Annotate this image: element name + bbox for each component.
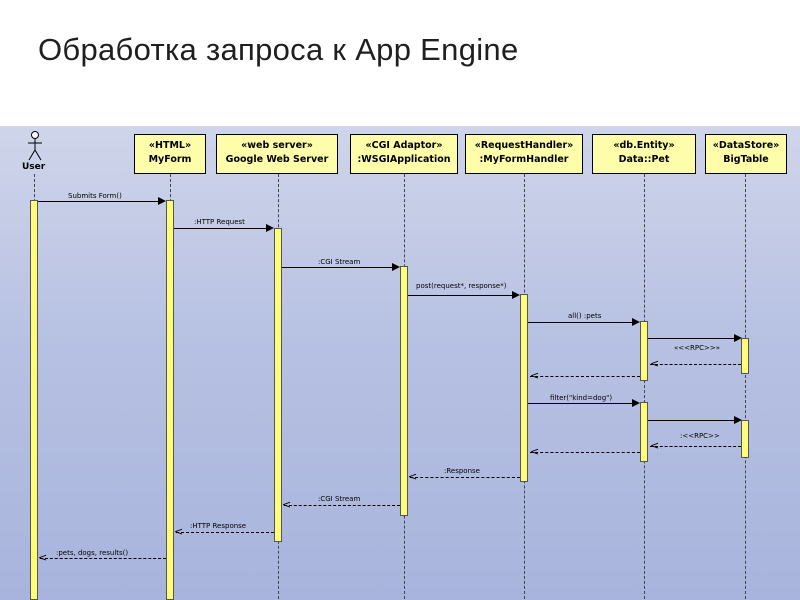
return-arrowhead-icon: <: [650, 439, 660, 452]
participant-name: :MyFormHandler: [479, 154, 569, 165]
participant-name: Google Web Server: [225, 154, 329, 165]
return-arrowhead-icon: <: [530, 445, 540, 458]
participant-db-entity: «db.Entity» Data::Pet: [592, 134, 696, 174]
message-arrow: [648, 338, 734, 339]
arrowhead-icon: [734, 416, 742, 424]
message-label: Submits Form(): [68, 192, 122, 200]
participant-stereotype: «RequestHandler»: [474, 140, 574, 151]
activation-user: [30, 200, 38, 600]
return-arrow: [650, 364, 741, 365]
message-arrow: [408, 295, 512, 296]
participant-datastore: «DataStore» BigTable: [705, 134, 787, 174]
activation-cgi-adaptor: [400, 266, 408, 516]
arrowhead-icon: [734, 334, 742, 342]
participant-stereotype: «CGI Adaptor»: [365, 140, 443, 151]
page-title: Обработка запроса к App Engine: [38, 32, 519, 67]
return-arrow: [530, 376, 640, 377]
activation-datastore-2: [741, 420, 749, 458]
arrowhead-icon: [158, 197, 166, 205]
return-arrow: [530, 452, 640, 453]
message-arrow: [648, 420, 734, 421]
message-label: :HTTP Response: [190, 522, 247, 530]
message-label: post(request*, response*): [416, 282, 507, 290]
message-label: filter("kind=dog"): [550, 394, 613, 402]
return-arrow: [40, 558, 166, 559]
actor-label: User: [22, 162, 46, 172]
return-arrow: [284, 505, 400, 506]
message-arrow: [528, 322, 632, 323]
return-arrowhead-icon: <: [174, 525, 184, 538]
return-arrowhead-icon: <: [530, 369, 540, 382]
return-arrow: [176, 532, 274, 533]
arrowhead-icon: [266, 224, 274, 232]
participant-name: MyForm: [148, 154, 192, 165]
message-label: :HTTP Request: [194, 218, 245, 226]
participant-stereotype: «db.Entity»: [613, 140, 675, 151]
lifeline-datastore: [745, 174, 746, 600]
message-label: :CGI Stream: [318, 258, 361, 266]
participant-web-server: «web server» Google Web Server: [216, 134, 338, 174]
actor-icon: [28, 131, 42, 161]
return-arrowhead-icon: <: [282, 498, 292, 511]
message-label: «<<RPC>>»: [674, 344, 720, 352]
activation-myform: [166, 200, 174, 600]
participant-myform: «HTML» MyForm: [134, 134, 206, 174]
arrowhead-icon: [392, 263, 400, 271]
message-label: all() :pets: [568, 312, 602, 320]
message-arrow: [528, 403, 632, 404]
participant-request-handler: «RequestHandler» :MyFormHandler: [465, 134, 583, 174]
return-arrowhead-icon: <: [408, 470, 418, 483]
message-label: :Response: [444, 467, 480, 475]
arrowhead-icon: [632, 318, 640, 326]
message-arrow: [174, 228, 266, 229]
participant-stereotype: «web server»: [241, 140, 313, 151]
return-arrow: [410, 477, 520, 478]
lifeline-db-entity: [644, 174, 645, 600]
message-label: :CGI Stream: [318, 495, 361, 503]
activation-db-entity-2: [640, 402, 648, 462]
participant-cgi-adaptor: «CGI Adaptor» :WSGIApplication: [350, 134, 458, 174]
message-arrow: [38, 201, 158, 202]
participant-stereotype: «HTML»: [148, 140, 192, 151]
message-label: :<<RPC>>: [680, 432, 720, 440]
return-arrow: [650, 446, 741, 447]
participant-stereotype: «DataStore»: [712, 140, 780, 151]
message-label: :pets, dogs, results(): [56, 549, 129, 557]
arrowhead-icon: [512, 291, 520, 299]
return-arrowhead-icon: <: [38, 551, 48, 564]
participant-name: Data::Pet: [618, 154, 670, 165]
return-arrowhead-icon: <: [650, 357, 660, 370]
participant-name: :WSGIApplication: [357, 154, 451, 165]
activation-db-entity-1: [640, 321, 648, 381]
participant-name: BigTable: [723, 154, 769, 165]
activation-datastore-1: [741, 338, 749, 374]
sequence-diagram: User «HTML» MyForm «web server» Google W…: [0, 126, 800, 600]
message-arrow: [282, 267, 392, 268]
activation-web-server: [274, 228, 282, 542]
activation-request-handler: [520, 294, 528, 482]
arrowhead-icon: [632, 399, 640, 407]
